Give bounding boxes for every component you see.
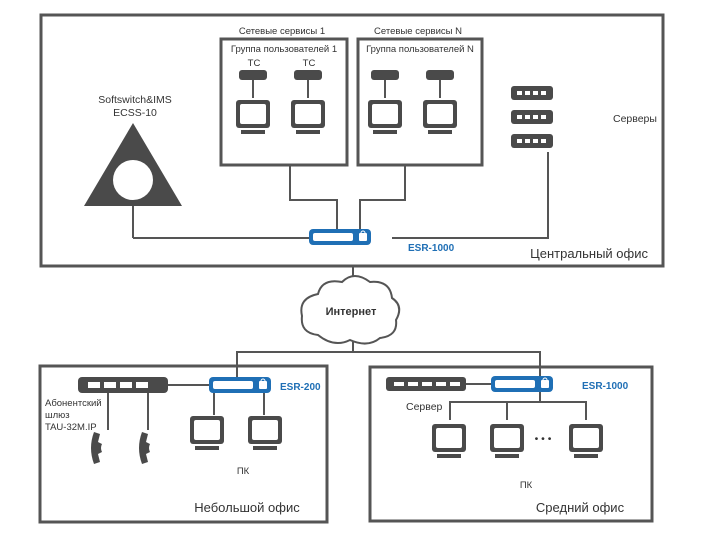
gateway-label-2: шлюз [45, 410, 70, 421]
services-n-frame [356, 37, 484, 167]
server-icon [386, 377, 466, 391]
central-router-label: ESR-1000 [408, 243, 455, 254]
small-router-label: ESR-200 [280, 382, 321, 393]
tc-label-1: ТС [248, 58, 261, 69]
gateway-label-3: TAU-32M.IP [45, 422, 97, 433]
monitor-icon [423, 100, 457, 134]
link-router-servers [392, 152, 549, 239]
medium-server-label: Сервер [406, 401, 443, 413]
link-group1-router [289, 165, 338, 230]
services-n-title: Сетевые сервисы N [374, 26, 462, 37]
phone-device-icon [371, 70, 399, 80]
phone-device-icon [426, 70, 454, 80]
monitor-icon [432, 424, 466, 458]
monitor-icon [248, 416, 282, 450]
gateway-label-1: Абонентский [45, 398, 102, 409]
servers-icon [511, 86, 553, 148]
services-1-frame [219, 37, 349, 167]
link-internet-medium [353, 351, 541, 381]
gateway-icon [78, 377, 168, 393]
softswitch-icon [84, 123, 182, 206]
medium-pc-label: ПК [520, 480, 533, 491]
medium-office-frame [368, 365, 654, 523]
services-1-title: Сетевые сервисы 1 [239, 26, 325, 37]
router-icon [490, 375, 554, 393]
link-groupn-router [359, 165, 406, 230]
phone-device-icon [294, 70, 322, 80]
small-office-frame [38, 364, 329, 524]
softswitch-label-2: ECSS-10 [113, 107, 157, 119]
monitor-icon [291, 100, 325, 134]
softswitch-label-1: Softswitch&IMS [98, 94, 172, 106]
router-icon [308, 228, 372, 246]
central-office-label: Центральный офис [530, 246, 648, 261]
monitor-icon [569, 424, 603, 458]
monitor-icon [490, 424, 524, 458]
cloud-icon [300, 275, 401, 345]
medium-office-label: Средний офис [536, 500, 625, 515]
handset-icon [91, 432, 102, 464]
router-icon [208, 376, 272, 394]
link-internet-small [236, 342, 354, 382]
small-office-label: Небольшой офис [194, 500, 300, 515]
medium-router-label: ESR-1000 [582, 381, 629, 392]
monitor-icon [190, 416, 224, 450]
tc-label-2: ТС [303, 58, 316, 69]
monitor-icon [368, 100, 402, 134]
handset-icon [139, 432, 150, 464]
pc-ellipsis: • • • [535, 433, 552, 445]
small-pc-label: ПК [237, 466, 250, 477]
monitor-icon [236, 100, 270, 134]
internet-label: Интернет [326, 306, 377, 318]
phone-device-icon [239, 70, 267, 80]
servers-label: Серверы [613, 113, 657, 125]
group-1-label: Группа пользователей 1 [231, 44, 337, 55]
group-n-label: Группа пользователей N [366, 44, 474, 55]
